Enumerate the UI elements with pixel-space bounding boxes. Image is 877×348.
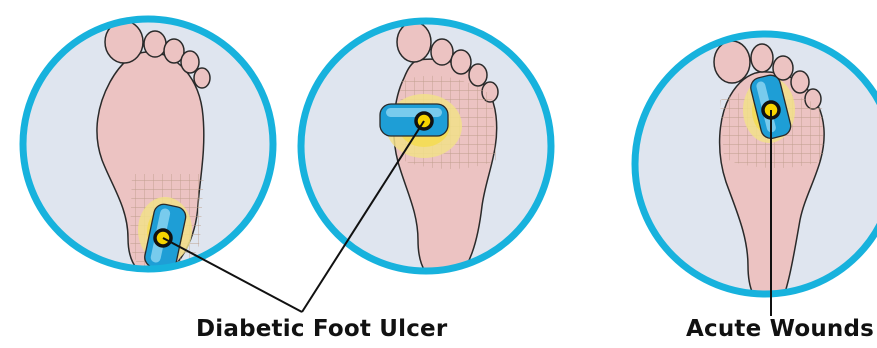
wound-dressing-icon (380, 104, 448, 136)
circle-acute-wound (635, 34, 877, 310)
circle-forefoot-ulcer (301, 21, 551, 283)
leader-line-heel (163, 238, 302, 312)
acute-wounds-label: Acute Wounds (686, 316, 874, 342)
circle-heel-ulcer (23, 19, 273, 277)
diabetic-foot-ulcer-label: Diabetic Foot Ulcer (196, 316, 447, 342)
